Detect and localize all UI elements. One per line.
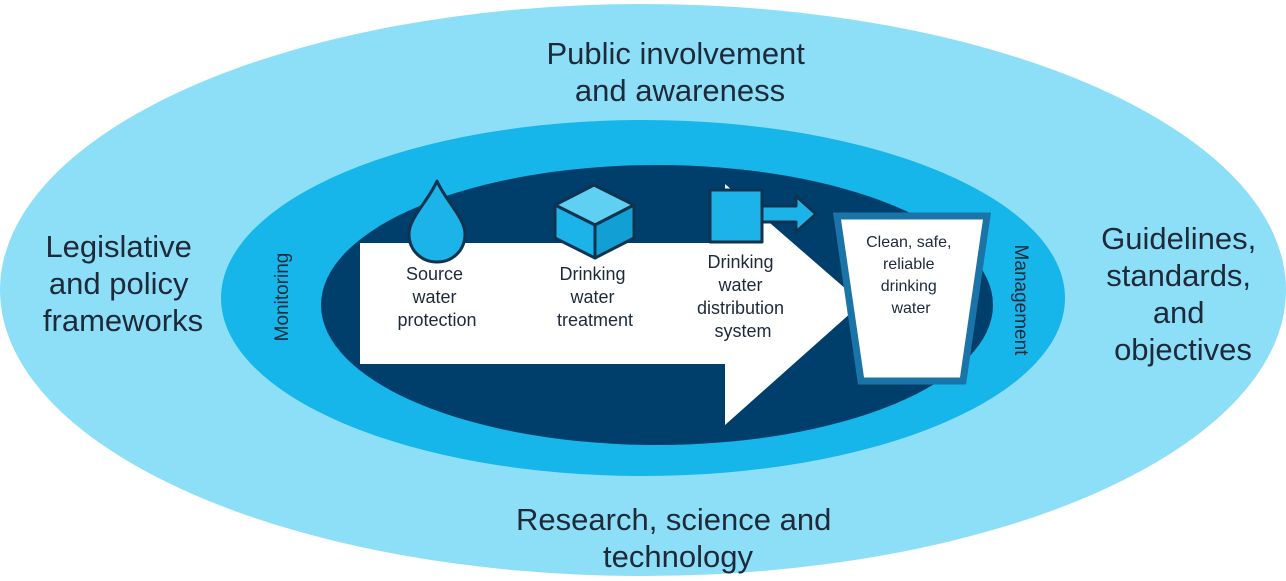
cup-icon	[832, 212, 992, 385]
outer-label-right: Guidelines, standards, and objectives	[1101, 221, 1265, 367]
cube-icon	[553, 183, 636, 260]
monitoring-label: Monitoring	[272, 253, 293, 342]
outer-label-bottom: Research, science and technology	[516, 502, 840, 574]
outcome-label: Clean, safe, reliable drinking water	[866, 234, 956, 317]
management-label: Management	[1010, 245, 1031, 357]
pipe-arrow-icon	[708, 188, 818, 244]
outer-label-top: Public involvement and awareness	[546, 36, 813, 108]
stage-label-distribution: Drinking water distribution system	[697, 252, 789, 341]
water-drop-icon	[407, 179, 467, 264]
outer-label-left: Legislative and policy frameworks	[43, 229, 203, 338]
process-arrow	[360, 184, 862, 425]
stage-label-source: Source water protection	[397, 264, 476, 330]
stage-label-treatment: Drinking water treatment	[557, 264, 633, 330]
